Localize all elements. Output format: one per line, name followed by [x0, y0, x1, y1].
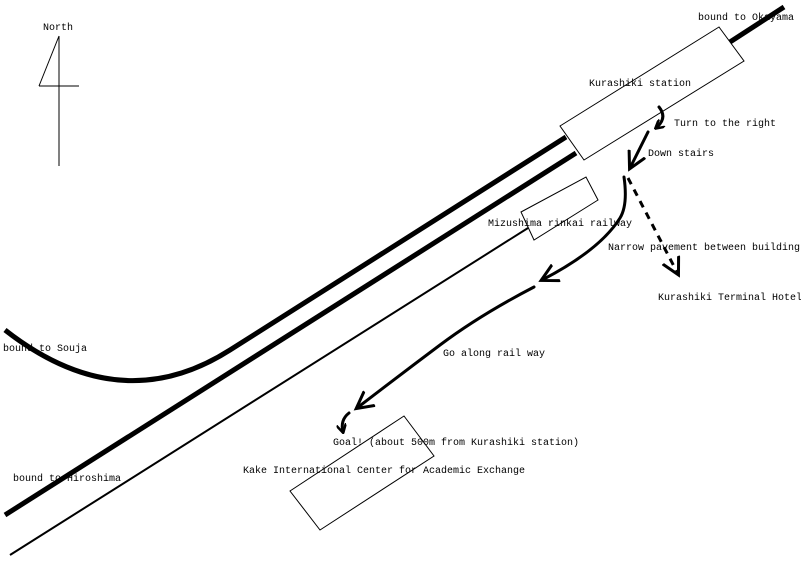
mizushima-label: Mizushima rinkai railway — [488, 218, 632, 230]
rail-line-okayama — [728, 4, 786, 45]
walk-arrow-icon — [542, 175, 627, 280]
hiroshima-label: bound to Hiroshima — [13, 473, 121, 485]
down-stairs-label: Down stairs — [648, 148, 714, 160]
turn-right-label: Turn to the right — [674, 118, 776, 130]
souja-label: bound to Souja — [3, 343, 87, 355]
hotel-dashed-arrow-icon — [626, 177, 678, 274]
okayama-label: bound to Okayama — [698, 12, 794, 24]
hotel-label: Kurashiki Terminal Hotel — [658, 292, 801, 304]
goal-label: Goal! (about 500m from Kurashiki station… — [333, 437, 579, 449]
north-label: North — [43, 22, 73, 34]
rail-line-souja — [3, 134, 568, 384]
narrow-pavement-label: Narrow pavement between building — [608, 242, 800, 254]
goal-arrow-icon — [342, 411, 351, 432]
mizushima-station-building — [520, 176, 599, 241]
down-stairs-arrow-icon — [630, 130, 650, 168]
go-along-label: Go along rail way — [443, 348, 545, 360]
station-label: Kurashiki station — [589, 78, 691, 90]
north-arrow-icon — [38, 35, 79, 166]
turn-right-arrow-icon — [656, 105, 663, 128]
kake-label: Kake International Center for Academic E… — [243, 465, 525, 477]
kurashiki-station-building — [559, 26, 745, 161]
go-along-arrow-icon — [357, 285, 536, 408]
rail-line-mizushima — [9, 227, 529, 556]
rail-line-hiroshima — [3, 150, 578, 518]
kake-center-building — [289, 415, 435, 531]
